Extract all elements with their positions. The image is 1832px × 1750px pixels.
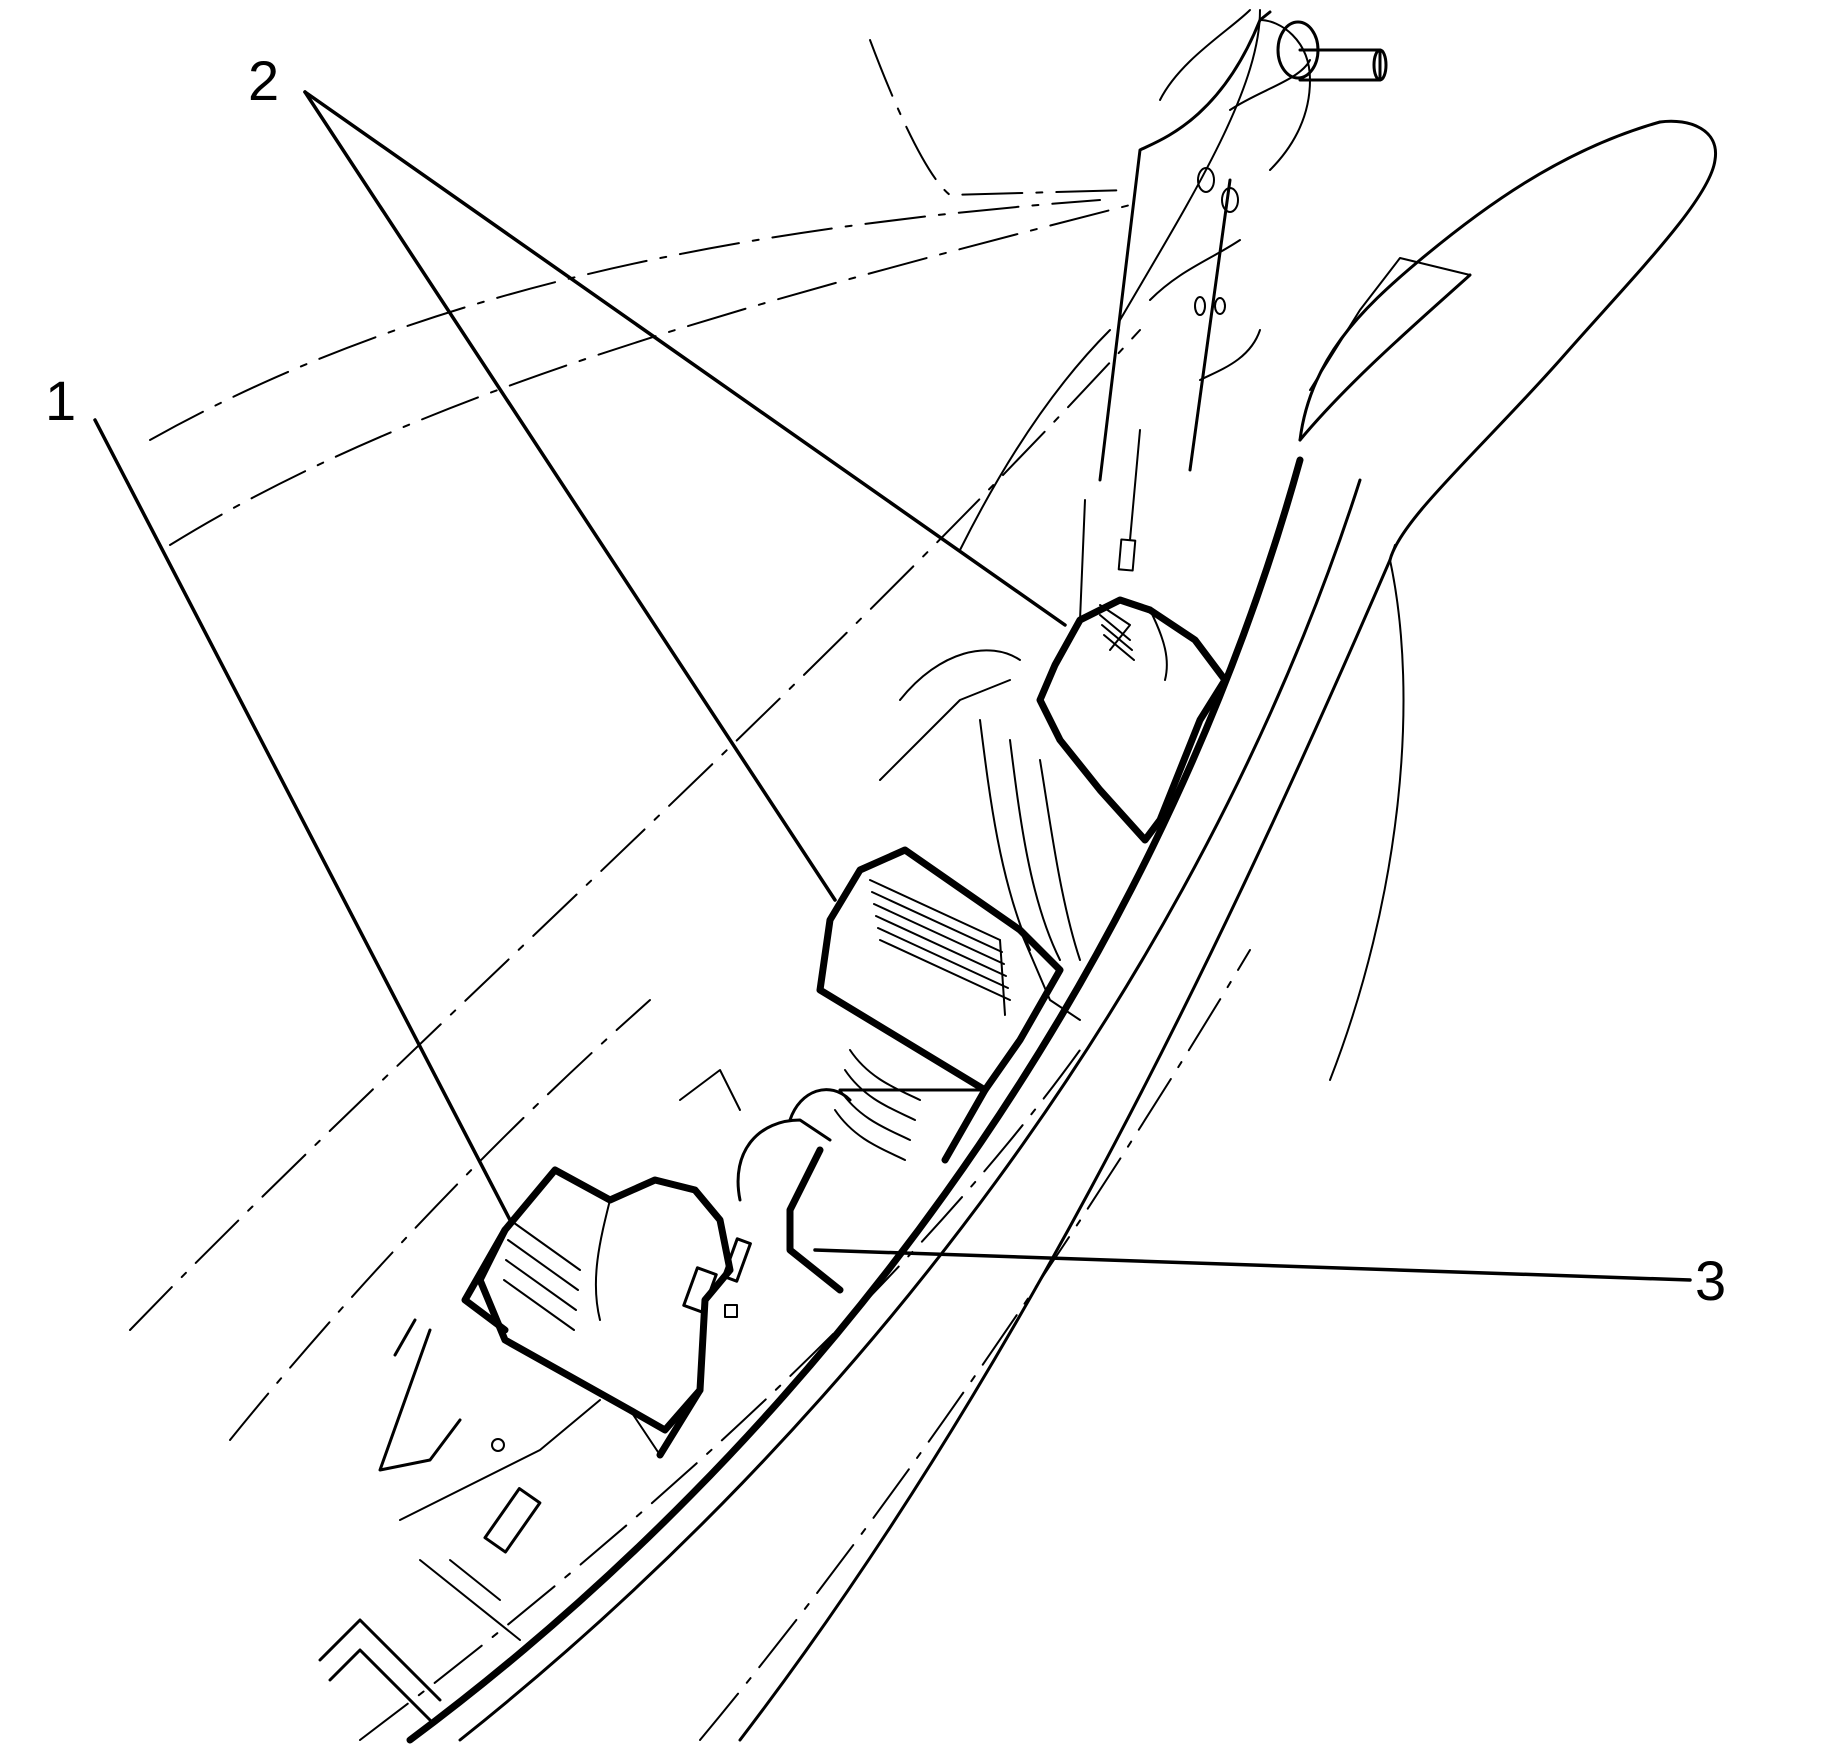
lower-bracket	[318, 1318, 601, 1722]
background-trim-lines	[129, 9, 1261, 1741]
pillar-trim-panel	[406, 119, 1717, 1744]
callout-leaders	[93, 90, 1692, 1282]
callout-label-1: 1	[45, 369, 76, 432]
connector-middle	[816, 649, 1081, 1164]
hinge-pin	[1276, 20, 1388, 82]
upper-bracket	[1079, 10, 1311, 621]
connector-upper	[1036, 596, 1229, 844]
leader-callout-2b	[303, 90, 837, 902]
leader-callout-2a	[303, 90, 1067, 627]
callout-label-2: 2	[248, 49, 279, 112]
leader-callout-1	[93, 418, 512, 1222]
connector-lower	[461, 1069, 852, 1459]
wire-harness	[834, 719, 1081, 1161]
callout-label-3: 3	[1695, 1249, 1726, 1312]
leader-callout-3	[813, 1248, 1692, 1282]
